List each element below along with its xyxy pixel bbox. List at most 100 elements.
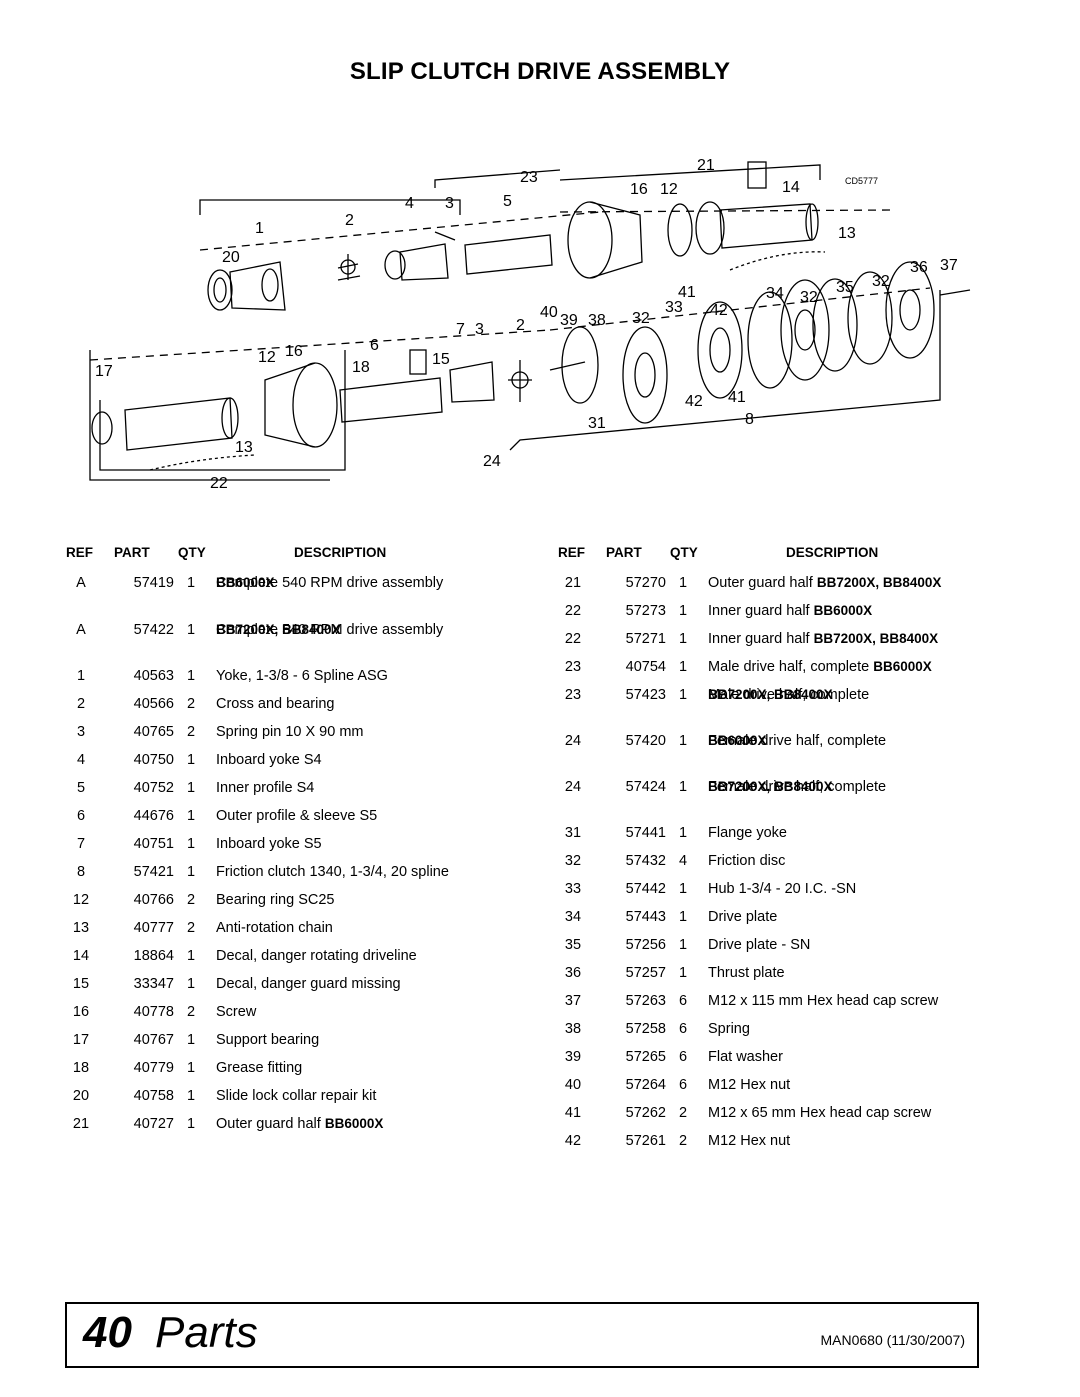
ref-cell: 23: [564, 659, 582, 675]
part-number-cell: 57273: [625, 603, 666, 619]
qty-cell: 1: [678, 631, 688, 647]
description-text: Inner guard half: [708, 603, 810, 619]
qty-cell: 2: [678, 1105, 688, 1121]
ref-cell: 16: [72, 1004, 90, 1020]
qty-cell: 1: [678, 659, 688, 675]
callout: 12: [258, 349, 276, 366]
description-cell: Screw: [216, 1004, 257, 1020]
part-number-cell: 57432: [625, 853, 666, 869]
part-number-cell: 40566: [133, 696, 174, 712]
part-number-cell: 33347: [133, 976, 174, 992]
description-cell: Complete 540 RPM drive assembly: [216, 622, 444, 638]
model-note: BB6000X: [813, 603, 873, 618]
qty-cell: 1: [678, 825, 688, 841]
ref-cell: 21: [72, 1116, 90, 1132]
ref-cell: 24: [564, 779, 582, 795]
part-number-cell: 44676: [133, 808, 174, 824]
callout: 35: [836, 279, 854, 296]
callout: 4: [405, 195, 414, 212]
ref-cell: 38: [564, 1021, 582, 1037]
qty-cell: 1: [678, 779, 688, 795]
qty-cell: 1: [678, 575, 688, 591]
ref-cell: 42: [564, 1133, 582, 1149]
description-cell: Support bearing: [216, 1032, 320, 1048]
part-number-cell: 57258: [625, 1021, 666, 1037]
qty-cell: 1: [186, 836, 196, 852]
qty-cell: 1: [186, 808, 196, 824]
ref-cell: 20: [72, 1088, 90, 1104]
model-note: BB7200X, BB8400X: [708, 779, 833, 794]
section-title: Parts: [155, 1308, 258, 1357]
description-cell: Friction clutch 1340, 1-3/4, 20 spline: [216, 864, 449, 880]
ref-cell: A: [76, 575, 86, 591]
qty-cell: 1: [186, 1032, 196, 1048]
ref-cell: 5: [76, 780, 86, 796]
part-number-cell: 57257: [625, 965, 666, 981]
callout: 16: [285, 343, 303, 360]
callout: 42: [685, 393, 703, 410]
description-text: Outer guard half: [708, 575, 813, 591]
callout: 2: [516, 317, 525, 334]
model-note: BB6000X: [873, 659, 932, 674]
part-number-cell: 40765: [133, 724, 174, 740]
part-number-cell: 40750: [133, 752, 174, 768]
qty-cell: 6: [678, 1049, 688, 1065]
part-number-cell: 57261: [625, 1133, 666, 1149]
document-id: MAN0680 (11/30/2007): [820, 1332, 966, 1348]
part-number-cell: 40779: [133, 1060, 174, 1076]
qty-cell: 1: [678, 687, 688, 703]
qty-cell: 1: [678, 909, 688, 925]
part-number-cell: 57263: [625, 993, 666, 1009]
qty-cell: 1: [678, 881, 688, 897]
description-cell: Hub 1-3/4 - 20 I.C. -SN: [708, 881, 857, 897]
callout: 13: [235, 439, 253, 456]
description-cell: Male drive half, complete: [708, 687, 870, 703]
qty-cell: 1: [186, 1116, 196, 1132]
part-number-cell: 18864: [133, 948, 174, 964]
description-cell: Inboard yoke S4: [216, 752, 322, 768]
description-cell: Anti-rotation chain: [216, 920, 333, 936]
description-cell: Female drive half, complete: [708, 733, 887, 749]
model-note: BB6000X: [324, 1116, 384, 1131]
callout: 31: [588, 415, 606, 432]
ref-cell: 39: [564, 1049, 582, 1065]
part-number-cell: 57424: [625, 779, 666, 795]
part-number-cell: 57262: [625, 1105, 666, 1121]
description-with-model: Outer guard half BB6000X: [216, 1116, 383, 1132]
callout: 32: [872, 273, 890, 290]
ref-cell: 21: [564, 575, 582, 591]
ref-cell: 18: [72, 1060, 90, 1076]
qty-cell: 2: [186, 724, 196, 740]
part-number-cell: 40754: [625, 659, 666, 675]
callout: 34: [766, 285, 784, 302]
callout: 3: [475, 321, 484, 338]
part-number-cell: 57264: [625, 1077, 666, 1093]
description-cell: Grease fitting: [216, 1060, 303, 1076]
description-cell: M12 x 65 mm Hex head cap screw: [708, 1105, 932, 1121]
description-cell: M12 Hex nut: [708, 1133, 791, 1149]
description-cell: Slide lock collar repair kit: [216, 1088, 377, 1104]
description-cell: Bearing ring SC25: [216, 892, 335, 908]
part-number-cell: 57271: [625, 631, 666, 647]
ref-cell: 3: [76, 724, 86, 740]
part-number-cell: 40777: [133, 920, 174, 936]
part-number-cell: 57419: [133, 575, 174, 591]
callout: 13: [838, 225, 856, 242]
page-title: SLIP CLUTCH DRIVE ASSEMBLY: [349, 58, 731, 85]
ref-cell: 17: [72, 1032, 90, 1048]
qty-cell: 1: [186, 668, 196, 684]
header-ref: REF: [66, 545, 93, 560]
qty-cell: 1: [186, 948, 196, 964]
header-part: PART: [606, 545, 642, 560]
qty-cell: 1: [678, 733, 688, 749]
description-cell: Outer profile & sleeve S5: [216, 808, 378, 824]
ref-cell: 23: [564, 687, 582, 703]
ref-cell: 37: [564, 993, 582, 1009]
model-note: BB7200X, BB8400X: [816, 575, 942, 590]
header-ref: REF: [558, 545, 585, 560]
header-qty: QTY: [178, 545, 206, 560]
ref-cell: 2: [76, 696, 86, 712]
ref-cell: 4: [76, 752, 86, 768]
part-number-cell: 40563: [133, 668, 174, 684]
callout: 33: [665, 299, 683, 316]
